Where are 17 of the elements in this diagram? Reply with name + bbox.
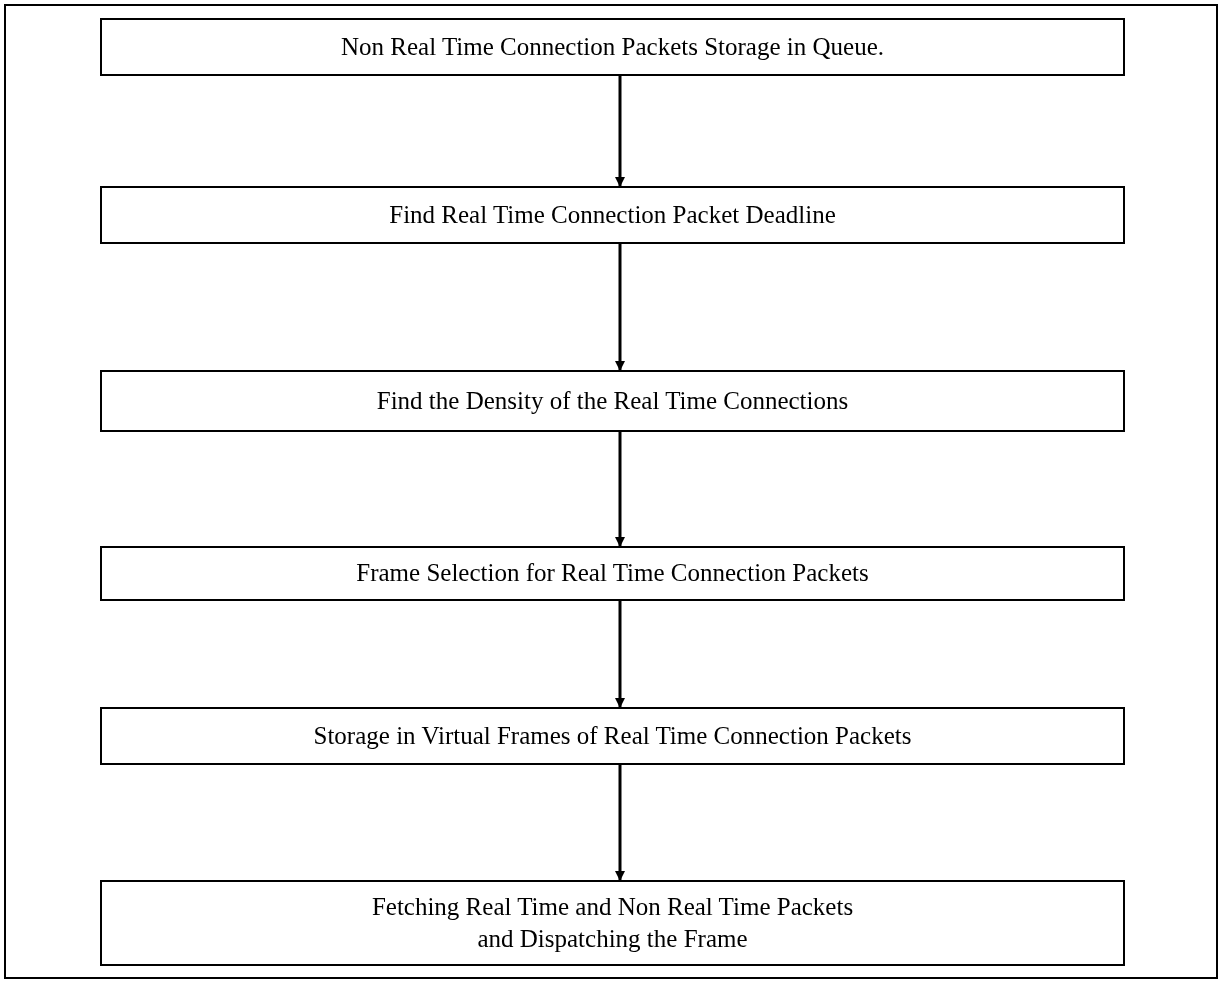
step-text: Storage in Virtual Frames of Real Time Connection Packets bbox=[313, 720, 912, 751]
step-text: Frame Selection for Real Time Connection Packets bbox=[356, 558, 869, 589]
arrow bbox=[615, 76, 625, 187]
step-text: Find the Density of the Real Time Connections bbox=[376, 385, 849, 416]
arrow bbox=[615, 432, 625, 547]
process-box bbox=[100, 880, 1125, 966]
process-box bbox=[100, 186, 1125, 244]
step-text: Fetching Real Time and Non Real Time Packets and Dispatching the Frame bbox=[370, 891, 855, 954]
process-box bbox=[100, 546, 1125, 601]
process-box bbox=[100, 18, 1125, 76]
arrow bbox=[615, 601, 625, 708]
process-box bbox=[100, 370, 1125, 432]
arrow bbox=[615, 765, 625, 881]
arrow bbox=[615, 244, 625, 371]
step-text: Find Real Time Connection Packet Deadline bbox=[389, 199, 836, 230]
step-text: Non Real Time Connection Packets Storage in Queue. bbox=[341, 31, 884, 62]
process-box bbox=[100, 707, 1125, 765]
